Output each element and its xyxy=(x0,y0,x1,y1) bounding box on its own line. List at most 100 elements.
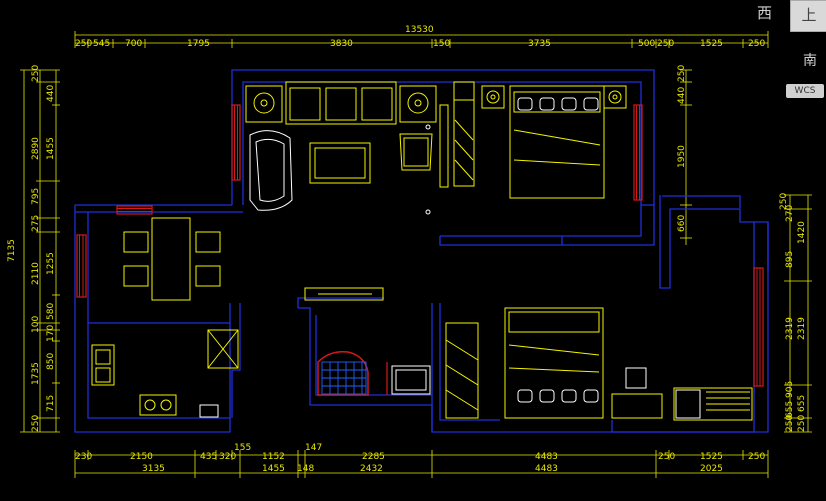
navcube-top-face[interactable]: 上 xyxy=(790,0,826,32)
dim-bottom-seg: 2150 xyxy=(130,452,153,462)
dim-right-seg: 660 xyxy=(677,215,687,232)
dim-top-seg: 700 xyxy=(125,39,142,49)
dim-bottom-seg: 2285 xyxy=(362,452,385,462)
dim-left-seg: 2110 xyxy=(31,262,41,285)
dim-left-seg: 2890 xyxy=(31,137,41,160)
dim-left-seg: 275 xyxy=(31,215,41,232)
walls xyxy=(74,69,769,433)
dim-right-seg: 270 xyxy=(785,205,795,222)
dim-left-total: 7135 xyxy=(7,239,17,262)
dim-right-seg: 2319 xyxy=(797,317,807,340)
dim-right-seg: 2319 xyxy=(785,317,795,340)
shower-curve xyxy=(317,350,369,396)
dim-left-seg: 250 xyxy=(31,65,41,82)
dimension-text-right: 250 440 1950 660 250 270 1420 895 2319 2… xyxy=(677,65,807,432)
kitchen-sink xyxy=(91,344,115,386)
dim-left-seg: 1255 xyxy=(46,252,56,275)
lamp-icon xyxy=(253,92,275,114)
chair xyxy=(195,265,221,287)
wardrobe-right xyxy=(673,387,753,421)
window-dining-left xyxy=(76,234,87,298)
dim-bottom-seg: 148 xyxy=(297,464,314,474)
dim-bottom-seg: 1455 xyxy=(262,464,285,474)
dim-right-seg: 440 xyxy=(677,87,687,104)
dim-top-total: 13530 xyxy=(405,25,434,35)
dim-bottom-seg: 2025 xyxy=(700,464,723,474)
lamp-table-right xyxy=(399,85,437,123)
coffee-table xyxy=(309,142,371,184)
dim-top-seg: 1525 xyxy=(700,39,723,49)
dim-bottom-seg: 3135 xyxy=(142,464,165,474)
dimension-text-left: 7135 250 2890 795 275 2110 100 1735 250 … xyxy=(7,65,56,432)
wcs-menu-button[interactable]: WCS xyxy=(786,84,824,98)
bed-second xyxy=(504,307,604,419)
white-furniture xyxy=(249,97,599,403)
fridge xyxy=(207,329,239,369)
dim-bottom-seg: 155 xyxy=(234,443,251,453)
tv-cabinet xyxy=(453,81,475,187)
dim-right-seg: 1420 xyxy=(797,221,807,244)
dim-left-seg: 170 xyxy=(46,325,56,342)
dim-left-seg: 795 xyxy=(31,188,41,205)
dim-bottom-seg: 320 xyxy=(219,452,236,462)
armchair-left xyxy=(249,130,293,211)
dimension-text-bottom: 230 2150 435 320 155 1152 147 2285 4483 … xyxy=(75,443,765,474)
window-living-left xyxy=(231,104,241,181)
dim-left-seg: 1735 xyxy=(31,362,41,385)
basin xyxy=(391,365,431,395)
dim-top-seg: 3830 xyxy=(330,39,353,49)
dim-bottom-seg: 4483 xyxy=(535,464,558,474)
dim-top-seg: 250 xyxy=(75,39,92,49)
shoe-cabinet xyxy=(304,287,384,301)
lamp-table-left xyxy=(245,85,283,123)
dim-bottom-seg: 2432 xyxy=(360,464,383,474)
dim-left-seg: 850 xyxy=(46,353,56,370)
chair xyxy=(123,231,149,253)
dim-bottom-seg: 435 xyxy=(200,452,217,462)
wardrobe xyxy=(445,322,479,419)
dim-left-seg: 100 xyxy=(31,316,41,333)
shower-tiles xyxy=(321,361,367,395)
window-bedroom2-right xyxy=(753,267,764,387)
windows xyxy=(76,104,764,396)
stove xyxy=(139,394,177,416)
dim-right-seg: 895 xyxy=(785,251,795,268)
dim-top-seg: 250 xyxy=(657,39,674,49)
dim-bottom-seg: 1152 xyxy=(262,452,285,462)
bed-master xyxy=(509,85,605,199)
dim-bottom-seg: 4483 xyxy=(535,452,558,462)
navcube-west-label[interactable]: 西 xyxy=(757,4,773,22)
dim-left-seg: 580 xyxy=(46,303,56,320)
dim-right-seg: 655 xyxy=(785,401,795,418)
dim-right-seg: 250 xyxy=(797,415,807,432)
dim-right-seg: 905 xyxy=(785,381,795,398)
dim-right-seg: 250 xyxy=(785,415,795,432)
dim-top-seg: 250 xyxy=(748,39,765,49)
dim-left-seg: 250 xyxy=(31,415,41,432)
sofa-main xyxy=(285,81,397,125)
dim-right-seg: 1950 xyxy=(677,145,687,168)
dim-bottom-seg: 1525 xyxy=(700,452,723,462)
dim-top-seg: 150 xyxy=(433,39,450,49)
dim-top-seg: 1795 xyxy=(187,39,210,49)
nightstand-left xyxy=(481,85,505,109)
dimension-text-top: 13530 250 545 700 1795 3830 150 3735 500… xyxy=(75,25,765,49)
dining-table xyxy=(151,217,191,301)
dim-top-seg: 3735 xyxy=(528,39,551,49)
dim-bottom-seg: 250 xyxy=(748,452,765,462)
dim-bottom-seg: 147 xyxy=(305,443,322,453)
dim-right-seg: 250 xyxy=(677,65,687,82)
nightstand-right xyxy=(603,85,627,109)
navcube-south-label[interactable]: 南 xyxy=(803,53,817,69)
chair xyxy=(195,231,221,253)
dim-top-seg: 500 xyxy=(638,39,655,49)
window-bedroom-right xyxy=(633,104,643,201)
dim-left-seg: 715 xyxy=(46,395,56,412)
chair xyxy=(123,265,149,287)
dim-right-seg: 655 xyxy=(797,395,807,412)
dim-bottom-seg: 230 xyxy=(75,452,92,462)
dim-top-seg: 545 xyxy=(93,39,110,49)
dim-bottom-seg: 250 xyxy=(658,452,675,462)
desk-chair xyxy=(625,367,647,389)
